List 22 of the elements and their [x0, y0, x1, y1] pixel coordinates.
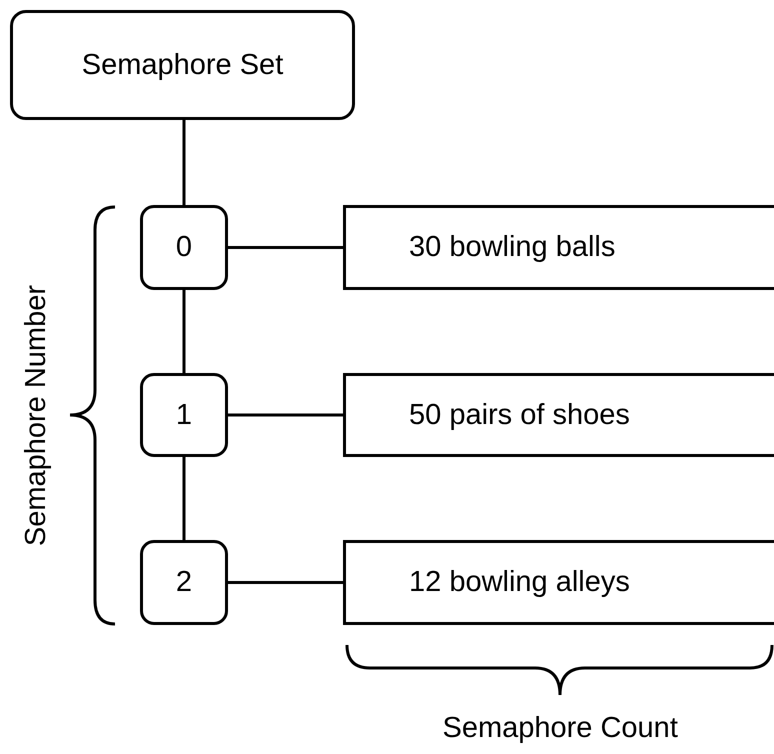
- connector-line: [228, 581, 343, 584]
- connector-line: [182, 120, 186, 205]
- connector-line: [182, 457, 186, 540]
- node-text: 12 bowling alleys: [409, 566, 630, 599]
- connector-line: [228, 246, 343, 249]
- number-box: [140, 205, 228, 290]
- set-box: [10, 10, 355, 120]
- bracket-label: Semaphore Number: [20, 284, 53, 546]
- number-box: [140, 540, 228, 625]
- number-box: [140, 373, 228, 457]
- node-text: 50 pairs of shoes: [409, 398, 630, 432]
- node-text: 30 bowling balls: [409, 231, 616, 264]
- bracket-label: Semaphore Count: [442, 712, 678, 744]
- connector-line: [228, 414, 343, 416]
- node-text: Semaphore Set: [82, 48, 284, 82]
- node-text: 2: [176, 566, 192, 599]
- count-box: [343, 373, 774, 457]
- node-text: 0: [176, 231, 192, 264]
- node-text: 1: [176, 398, 192, 432]
- connector-line: [182, 290, 186, 373]
- count-box: [343, 540, 774, 625]
- count-box: [343, 205, 774, 290]
